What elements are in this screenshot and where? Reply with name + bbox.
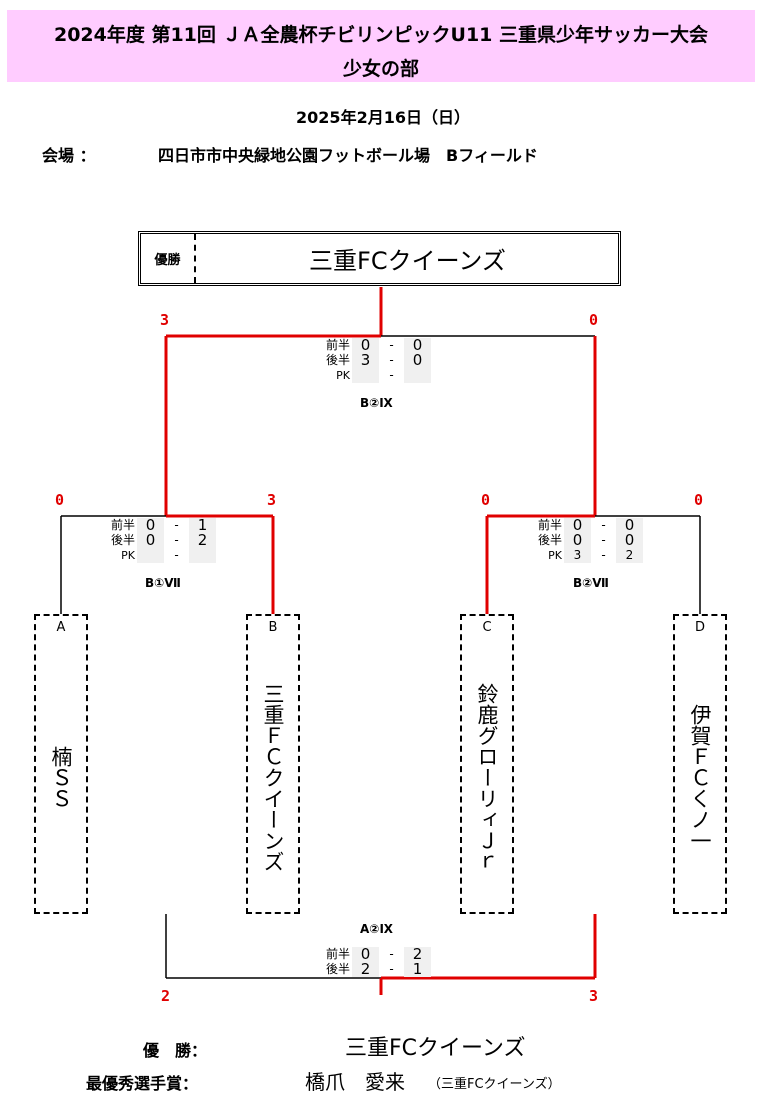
score-right: 0 bbox=[404, 338, 431, 353]
third-score-table: 前半 0 - 2 後半 2 - 1 bbox=[318, 947, 431, 977]
semi2-match-label: B②Ⅶ bbox=[573, 576, 609, 590]
champion-tag: 優勝 bbox=[141, 234, 196, 283]
score-dash: - bbox=[389, 947, 394, 961]
score-right: 0 bbox=[404, 353, 431, 368]
team-card-a: A 楠ＳＳ bbox=[34, 614, 88, 914]
venue-label: 会場 ： bbox=[42, 146, 96, 165]
score-row-first-half: 前半 0 - 1 bbox=[103, 518, 216, 533]
score-row-second-half: 後半 0 - 2 bbox=[103, 533, 216, 548]
team-name: 鈴鹿グローリィＪｒ bbox=[475, 682, 499, 872]
score-right: 2 bbox=[189, 533, 216, 548]
match-date: 2025年2月16日（日） bbox=[296, 108, 470, 127]
semi1-right-score: 3 bbox=[267, 491, 277, 509]
champion-award-value: 三重FCクイーンズ bbox=[345, 1036, 526, 1061]
score-row-pk: PK - bbox=[318, 368, 431, 383]
score-left: 3 bbox=[564, 548, 591, 563]
team-name: 楠ＳＳ bbox=[49, 745, 73, 809]
score-dash: - bbox=[389, 368, 394, 382]
division-title: 少女の部 bbox=[342, 58, 419, 80]
period-label: 後半 bbox=[325, 962, 350, 976]
score-dash: - bbox=[174, 533, 179, 547]
score-left: 0 bbox=[352, 338, 379, 353]
period-label: 後半 bbox=[110, 533, 135, 547]
score-right: 0 bbox=[616, 533, 643, 548]
score-row-second-half: 後半 0 - 0 bbox=[530, 533, 643, 548]
score-left: 0 bbox=[137, 533, 164, 548]
score-dash: - bbox=[601, 533, 606, 547]
champion-name: 三重FCクイーンズ bbox=[309, 247, 506, 275]
score-left: 3 bbox=[352, 353, 379, 368]
team-card-c: C 鈴鹿グローリィＪｒ bbox=[460, 614, 514, 914]
semi2-left-score: 0 bbox=[481, 491, 491, 509]
score-row-pk: PK 3 - 2 bbox=[530, 548, 643, 563]
team-name: 三重ＦＣクイーンズ bbox=[261, 682, 285, 872]
score-left bbox=[352, 368, 379, 383]
third-left-score: 2 bbox=[161, 987, 171, 1005]
period-label: 前半 bbox=[537, 518, 562, 532]
champion-award-label: 優 勝： bbox=[143, 1041, 208, 1060]
score-right: 2 bbox=[616, 548, 643, 563]
score-left: 0 bbox=[137, 518, 164, 533]
semi2-right-score: 0 bbox=[694, 491, 704, 509]
score-left: 0 bbox=[564, 518, 591, 533]
score-left: 0 bbox=[352, 947, 379, 962]
score-row-pk: PK - bbox=[103, 548, 216, 563]
period-label: PK bbox=[121, 549, 135, 562]
score-right bbox=[404, 368, 431, 383]
team-card-d: D 伊賀ＦＣくノ一 bbox=[673, 614, 727, 914]
period-label: 前半 bbox=[110, 518, 135, 532]
score-row-second-half: 後半 3 - 0 bbox=[318, 353, 431, 368]
tournament-title: 2024年度 第11回 ＪＡ全農杯チビリンピックU11 三重県少年サッカー大会 bbox=[53, 24, 709, 46]
team-letter: B bbox=[268, 620, 278, 635]
score-dash: - bbox=[174, 518, 179, 532]
mvp-award-value: 橋爪 愛来 bbox=[305, 1070, 405, 1094]
third-right-score: 3 bbox=[589, 987, 599, 1005]
score-dash: - bbox=[389, 962, 394, 976]
mvp-award-team: （三重FCクイーンズ） bbox=[428, 1077, 561, 1092]
score-right: 1 bbox=[404, 962, 431, 977]
team-name: 伊賀ＦＣくノ一 bbox=[688, 703, 712, 851]
semi1-score-table: 前半 0 - 1 後半 0 - 2 PK - bbox=[103, 518, 216, 563]
score-row-first-half: 前半 0 - 0 bbox=[530, 518, 643, 533]
score-dash: - bbox=[389, 338, 394, 352]
semi1-left-score: 0 bbox=[55, 491, 65, 509]
score-dash: - bbox=[389, 353, 394, 367]
title-banner: 2024年度 第11回 ＪＡ全農杯チビリンピックU11 三重県少年サッカー大会 … bbox=[7, 10, 755, 82]
period-label: 前半 bbox=[325, 947, 350, 961]
final-left-score: 3 bbox=[160, 311, 170, 329]
score-dash: - bbox=[601, 518, 606, 532]
score-right: 2 bbox=[404, 947, 431, 962]
third-match-label: A②Ⅸ bbox=[360, 922, 393, 936]
team-card-b: B 三重ＦＣクイーンズ bbox=[246, 614, 300, 914]
final-score-table: 前半 0 - 0 後半 3 - 0 PK - bbox=[318, 338, 431, 383]
champion-box: 優勝 三重FCクイーンズ bbox=[138, 231, 621, 286]
score-right bbox=[189, 548, 216, 563]
venue-value: 四日市市中央緑地公園フットボール場 Bフィールド bbox=[158, 146, 538, 165]
mvp-award-label: 最優秀選手賞： bbox=[86, 1074, 199, 1093]
score-right: 0 bbox=[616, 518, 643, 533]
period-label: 後半 bbox=[537, 533, 562, 547]
semi2-score-table: 前半 0 - 0 後半 0 - 0 PK 3 - 2 bbox=[530, 518, 643, 563]
score-left: 0 bbox=[564, 533, 591, 548]
final-right-score: 0 bbox=[589, 311, 599, 329]
team-letter: D bbox=[694, 620, 705, 635]
score-row-first-half: 前半 0 - 2 bbox=[318, 947, 431, 962]
final-match-label: B②Ⅸ bbox=[360, 396, 393, 410]
score-left: 2 bbox=[352, 962, 379, 977]
score-row-second-half: 後半 2 - 1 bbox=[318, 962, 431, 977]
period-label: 後半 bbox=[325, 353, 350, 367]
semi1-match-label: B①Ⅶ bbox=[145, 576, 181, 590]
period-label: PK bbox=[548, 549, 562, 562]
score-left bbox=[137, 548, 164, 563]
score-dash: - bbox=[601, 548, 606, 562]
score-row-first-half: 前半 0 - 0 bbox=[318, 338, 431, 353]
score-right: 1 bbox=[189, 518, 216, 533]
score-dash: - bbox=[174, 548, 179, 562]
team-letter: C bbox=[482, 620, 492, 635]
team-letter: A bbox=[56, 620, 66, 635]
period-label: PK bbox=[336, 369, 350, 382]
period-label: 前半 bbox=[325, 338, 350, 352]
